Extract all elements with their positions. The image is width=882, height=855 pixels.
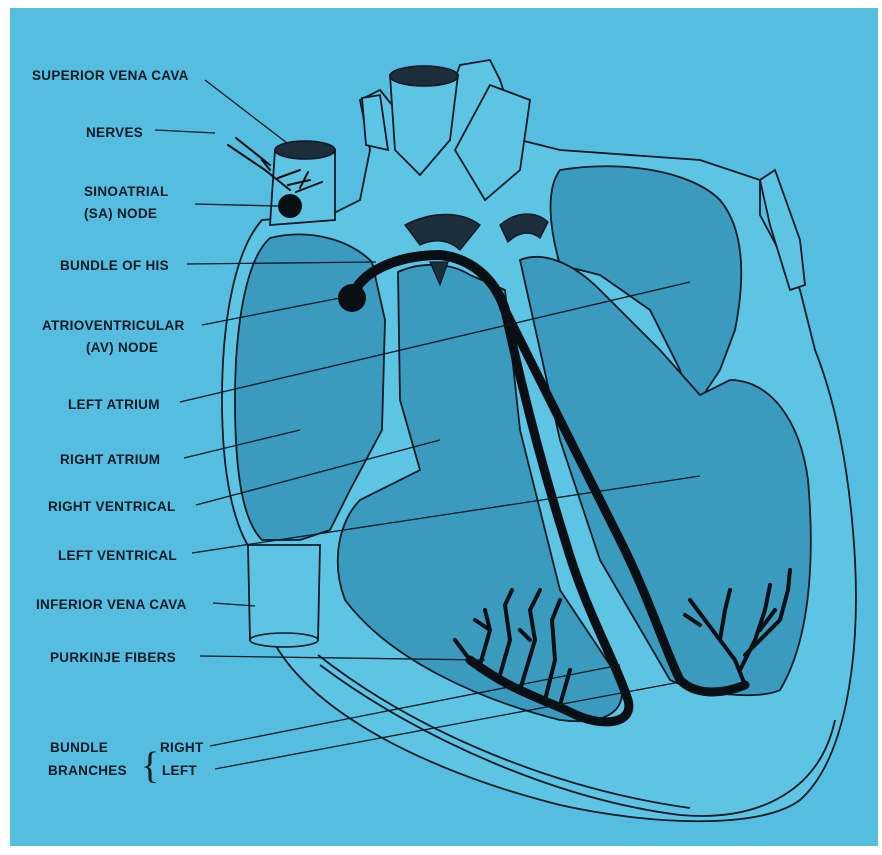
label-bundle-of-his: BUNDLE OF HIS: [60, 258, 169, 273]
label-left-atrium: LEFT ATRIUM: [68, 397, 160, 412]
label-right-atrium: RIGHT ATRIUM: [60, 452, 160, 467]
label-inferior-vena-cava: INFERIOR VENA CAVA: [36, 597, 187, 612]
label-right-ventrical: RIGHT VENTRICAL: [48, 499, 176, 514]
label-av-node: (AV) NODE: [86, 340, 158, 355]
label-sinoatrial: SINOATRIAL: [84, 184, 169, 199]
label-nerves: NERVES: [86, 125, 143, 140]
label-branches: BRANCHES: [48, 763, 127, 778]
label-branch-right: RIGHT: [160, 740, 204, 755]
label-atrioventricular: ATRIOVENTRICULAR: [42, 318, 185, 333]
label-branch-left: LEFT: [162, 763, 197, 778]
label-sa-node: (SA) NODE: [84, 206, 157, 221]
label-bundle: BUNDLE: [50, 740, 108, 755]
label-left-ventrical: LEFT VENTRICAL: [58, 548, 177, 563]
brace-glyph: {: [141, 745, 159, 787]
inferior-vena-cava: [248, 545, 320, 647]
label-superior-vena-cava: SUPERIOR VENA CAVA: [32, 68, 189, 83]
sa-node: [278, 194, 302, 218]
label-purkinje-fibers: PURKINJE FIBERS: [50, 650, 176, 665]
